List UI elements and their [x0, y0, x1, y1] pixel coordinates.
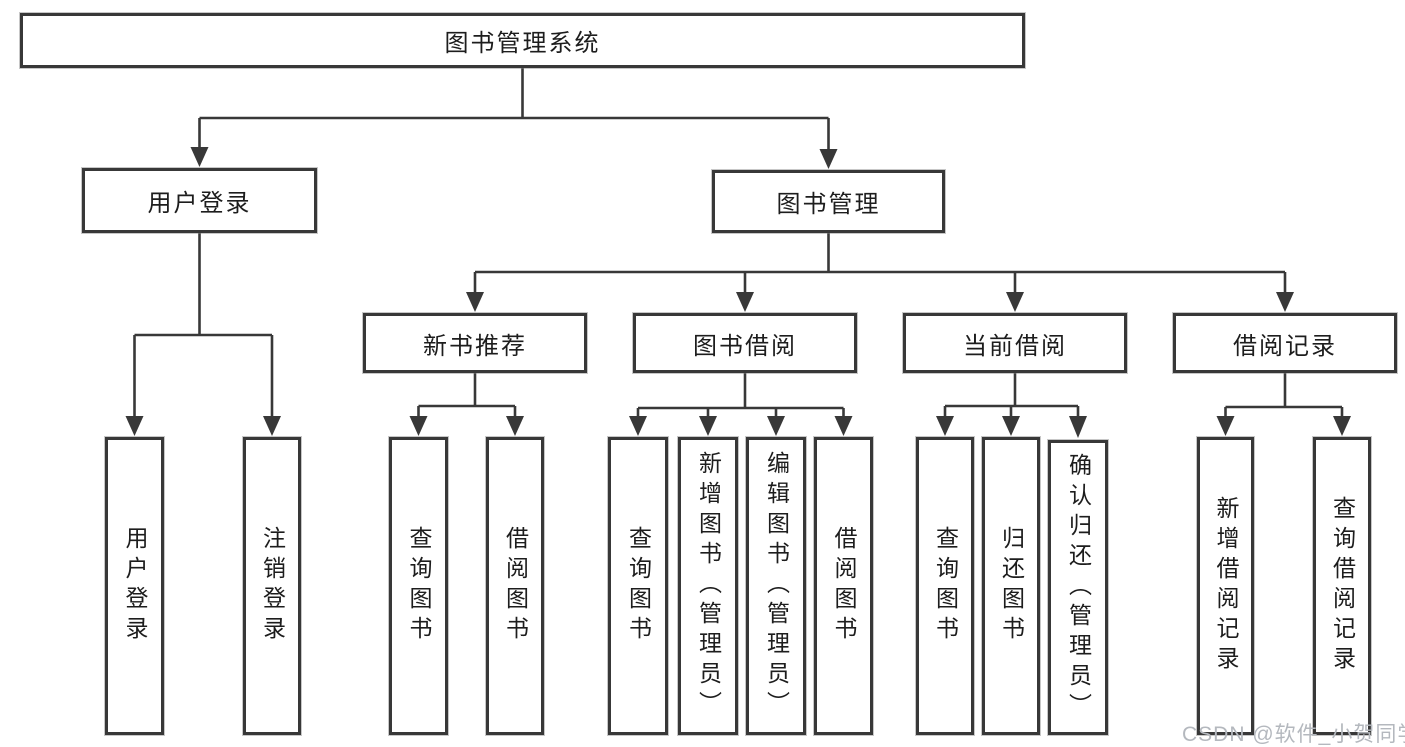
node-query-books-1: 查询图书 [389, 437, 448, 735]
node-user-login-label: 用户登录 [147, 190, 252, 217]
node-return-books-label: 归还图书 [998, 526, 1025, 646]
node-new-book-recommend-label: 新书推荐 [423, 332, 527, 360]
node-book-borrowing: 图书借阅 [633, 313, 857, 373]
node-query-books-2: 查询图书 [608, 437, 668, 735]
node-new-book-recommend: 新书推荐 [363, 313, 587, 373]
node-return-books: 归还图书 [982, 437, 1040, 735]
node-confirm-return-admin-label: 确认归还（管理员） [1065, 452, 1092, 723]
node-current-borrowing: 当前借阅 [903, 313, 1127, 373]
node-add-books-admin-label: 新增图书（管理员） [695, 451, 722, 721]
node-borrow-books-2: 借阅图书 [814, 437, 873, 735]
node-edit-books-admin: 编辑图书（管理员） [746, 437, 806, 735]
node-add-books-admin: 新增图书（管理员） [678, 437, 738, 735]
node-book-management: 图书管理 [712, 170, 945, 233]
node-book-management-label: 图书管理 [776, 191, 881, 218]
node-logout-label: 注销登录 [259, 526, 286, 646]
node-borrow-books-2-label: 借阅图书 [831, 526, 857, 646]
node-add-borrow-record-label: 新增借阅记录 [1213, 496, 1239, 676]
node-borrowing-records: 借阅记录 [1173, 313, 1397, 373]
node-current-borrowing-label: 当前借阅 [963, 332, 1067, 360]
node-root: 图书管理系统 [20, 13, 1025, 68]
node-borrow-books-1: 借阅图书 [486, 437, 544, 735]
csdn-watermark: CSDN @软件_小贺同学 [1182, 723, 1405, 746]
node-borrowing-records-label: 借阅记录 [1233, 332, 1337, 360]
node-user-login-leaf-label: 用户登录 [122, 526, 148, 646]
node-query-borrow-record-label: 查询借阅记录 [1329, 496, 1356, 676]
node-user-login: 用户登录 [82, 168, 317, 233]
node-confirm-return-admin: 确认归还（管理员） [1048, 440, 1108, 735]
node-add-borrow-record: 新增借阅记录 [1197, 437, 1254, 735]
node-borrow-books-1-label: 借阅图书 [502, 526, 529, 646]
node-edit-books-admin-label: 编辑图书（管理员） [763, 451, 790, 721]
node-query-books-1-label: 查询图书 [406, 526, 432, 646]
node-query-books-2-label: 查询图书 [625, 526, 652, 646]
node-root-label: 图书管理系统 [444, 30, 601, 57]
node-query-borrow-record: 查询借阅记录 [1313, 437, 1371, 735]
node-query-books-3-label: 查询图书 [932, 526, 959, 646]
node-user-login-leaf: 用户登录 [105, 437, 164, 735]
node-query-books-3: 查询图书 [916, 437, 974, 735]
node-logout: 注销登录 [243, 437, 301, 735]
node-book-borrowing-label: 图书借阅 [693, 332, 797, 360]
